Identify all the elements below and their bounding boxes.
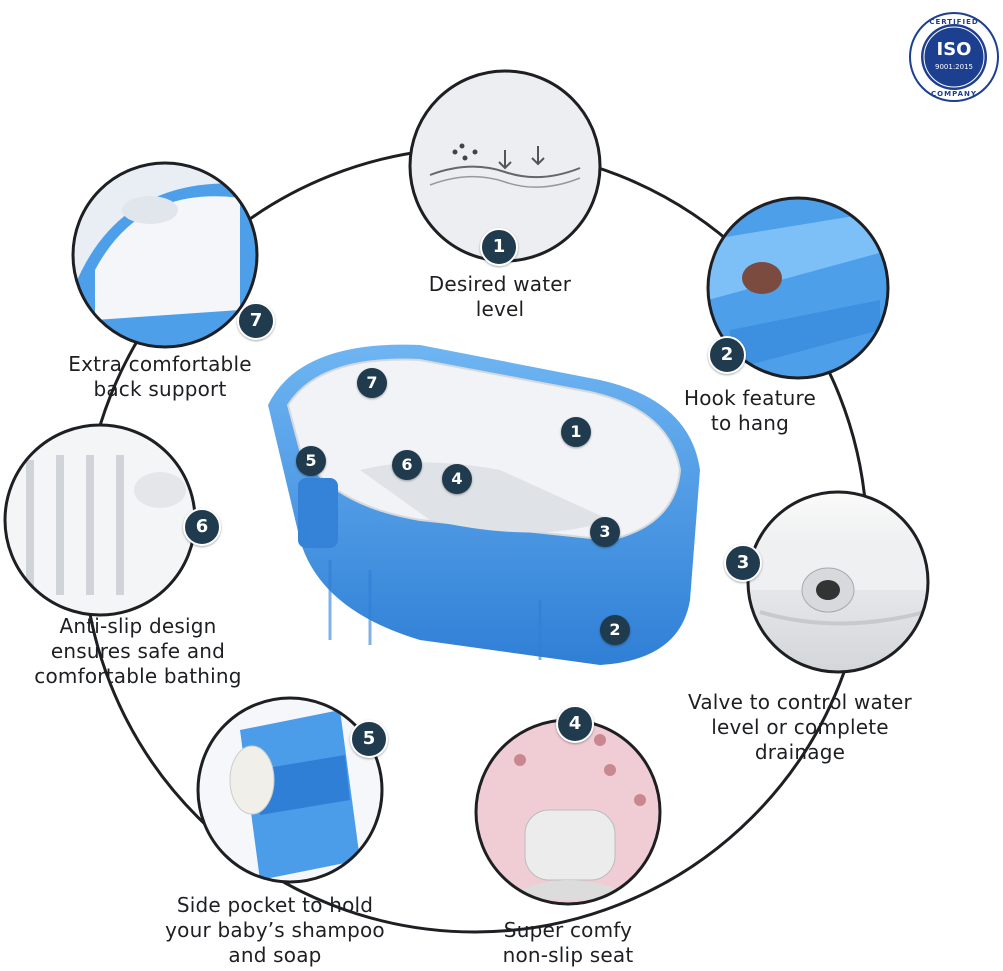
feature-1-badge: 1: [480, 228, 518, 266]
feature-6-badge: 6: [183, 508, 221, 546]
feature-5-badge: 5: [350, 720, 388, 758]
feature-4-label: Super comfy non-slip seat: [502, 918, 634, 967]
feature-6-label: Anti-slip design ensures safe and comfor…: [34, 614, 242, 688]
iso-mark: ISO: [936, 39, 972, 60]
tub-marker-7: 7: [357, 368, 387, 398]
iso-certified-badge: CERTIFIED ISO 9001:2015 COMPANY: [909, 12, 999, 102]
feature-3-badge: 3: [724, 544, 762, 582]
iso-seal: [909, 12, 999, 102]
feature-photo-anti-slip: [3, 423, 197, 617]
feature-photo-seat: [474, 718, 662, 906]
feature-4-badge: 4: [556, 705, 594, 743]
tub-marker-1: 1: [561, 417, 591, 447]
feature-7-badge: 7: [237, 302, 275, 340]
feature-1-label: Desired water level: [428, 272, 572, 321]
tub-marker-6: 6: [392, 450, 422, 480]
feature-5-label: Side pocket to hold your baby’s shampoo …: [165, 893, 385, 967]
feature-photo-valve: [746, 490, 930, 674]
tub-marker-2: 2: [600, 615, 630, 645]
iso-standard: 9001:2015: [935, 63, 973, 71]
iso-arc-bottom: COMPANY: [931, 90, 977, 98]
tub-marker-3: 3: [590, 517, 620, 547]
feature-7-label: Extra comfortable back support: [68, 352, 252, 401]
feature-2-label: Hook feature to hang: [683, 386, 817, 435]
feature-photo-water-level: [408, 69, 602, 263]
feature-3-label: Valve to control water level or complete…: [688, 690, 912, 764]
feature-2-badge: 2: [708, 336, 746, 374]
iso-arc-top: CERTIFIED: [929, 18, 979, 26]
baby-tub-illustration: [268, 344, 700, 665]
feature-photo-side-pocket: [196, 696, 384, 884]
tub-marker-4: 4: [442, 464, 472, 494]
tub-marker-5: 5: [296, 446, 326, 476]
feature-photo-back-support: [71, 161, 259, 349]
